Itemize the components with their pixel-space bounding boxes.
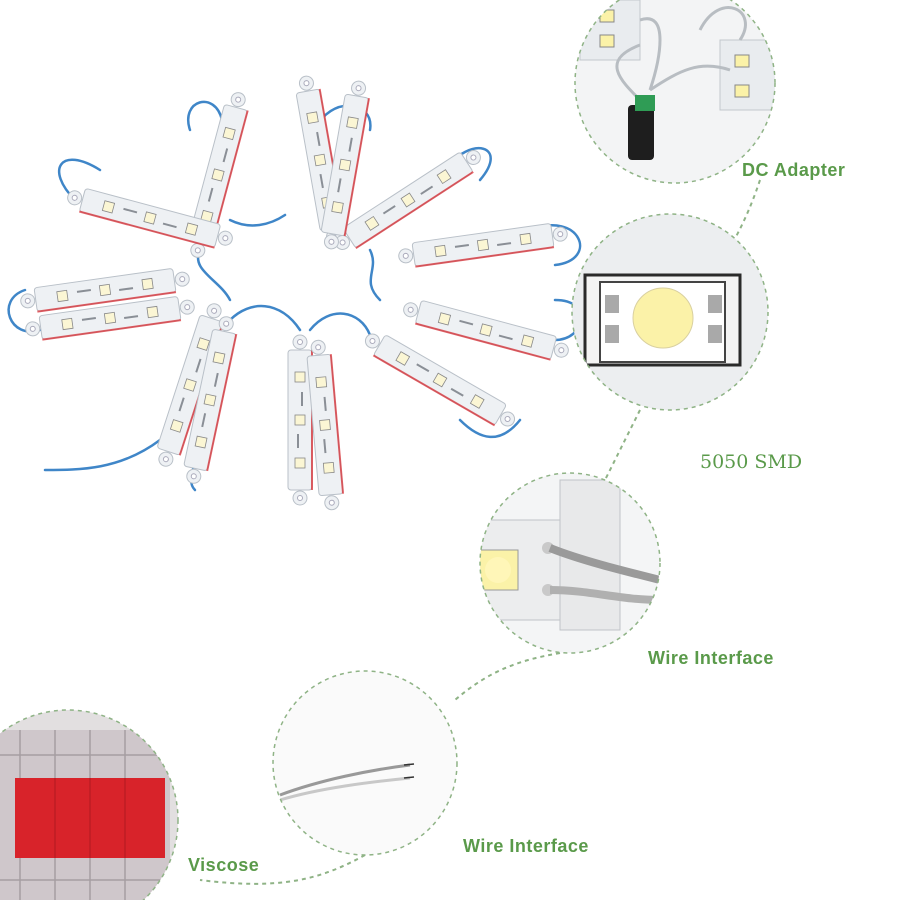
led-module-cluster bbox=[7, 73, 583, 512]
smd-closeup-photo bbox=[571, 213, 769, 411]
wire-interface-label-right: Wire Interface bbox=[648, 648, 774, 668]
smd-label: 5050 SMD bbox=[700, 451, 803, 473]
viscose-label: Viscose bbox=[188, 855, 260, 875]
dc-adapter-photo bbox=[574, 0, 776, 184]
wire-interface-photo-2 bbox=[272, 670, 458, 856]
wire-interface-photo-1 bbox=[479, 472, 661, 654]
viscose-photo bbox=[0, 709, 179, 905]
wire-interface-label-bottom: Wire Interface bbox=[463, 836, 589, 856]
dc-adapter-label: DC Adapter bbox=[742, 160, 846, 180]
